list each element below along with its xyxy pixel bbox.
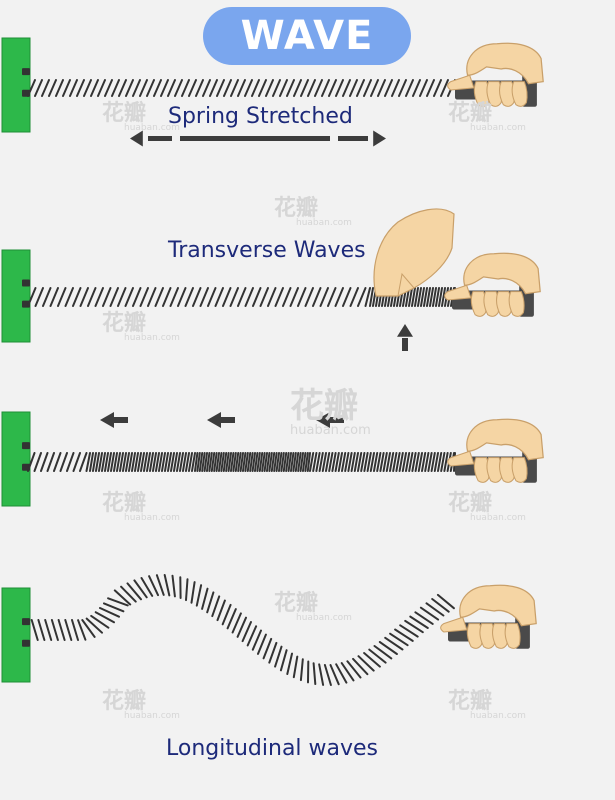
hand-icon xyxy=(440,584,537,649)
title-badge: WAVE xyxy=(203,7,411,65)
spring-coil xyxy=(27,79,456,97)
label-transverse-waves: Transverse Waves xyxy=(168,238,366,263)
arrow-head xyxy=(397,324,413,337)
hand-icon xyxy=(444,252,541,317)
panel-transverse xyxy=(1,208,541,351)
label-spring-stretched: Spring Stretched xyxy=(168,104,353,129)
spring-coil xyxy=(27,452,456,472)
arrow-left-icon xyxy=(100,412,128,428)
arrow-up-icon xyxy=(397,324,413,351)
wall-mount xyxy=(1,37,31,133)
panel-compression xyxy=(1,411,544,507)
label-longitudinal-waves: Longitudinal waves xyxy=(166,736,379,761)
spring-coil xyxy=(30,574,455,686)
arrow-head xyxy=(130,130,143,147)
wall-mount xyxy=(1,587,31,683)
hand-icon xyxy=(447,42,544,107)
arrow-left-icon xyxy=(316,412,344,428)
wall-mount xyxy=(1,411,31,507)
arrow-head xyxy=(373,130,386,147)
page-title: WAVE xyxy=(240,13,374,59)
wall-mount xyxy=(1,249,31,343)
panel-spring-stretched xyxy=(1,37,544,147)
pinching-hand-icon xyxy=(373,208,455,297)
spring-coil xyxy=(27,287,456,307)
arrow-left-icon xyxy=(207,412,235,428)
panel-wave xyxy=(1,574,537,686)
hand-icon xyxy=(447,418,544,483)
double-arrow-icon xyxy=(130,130,386,147)
